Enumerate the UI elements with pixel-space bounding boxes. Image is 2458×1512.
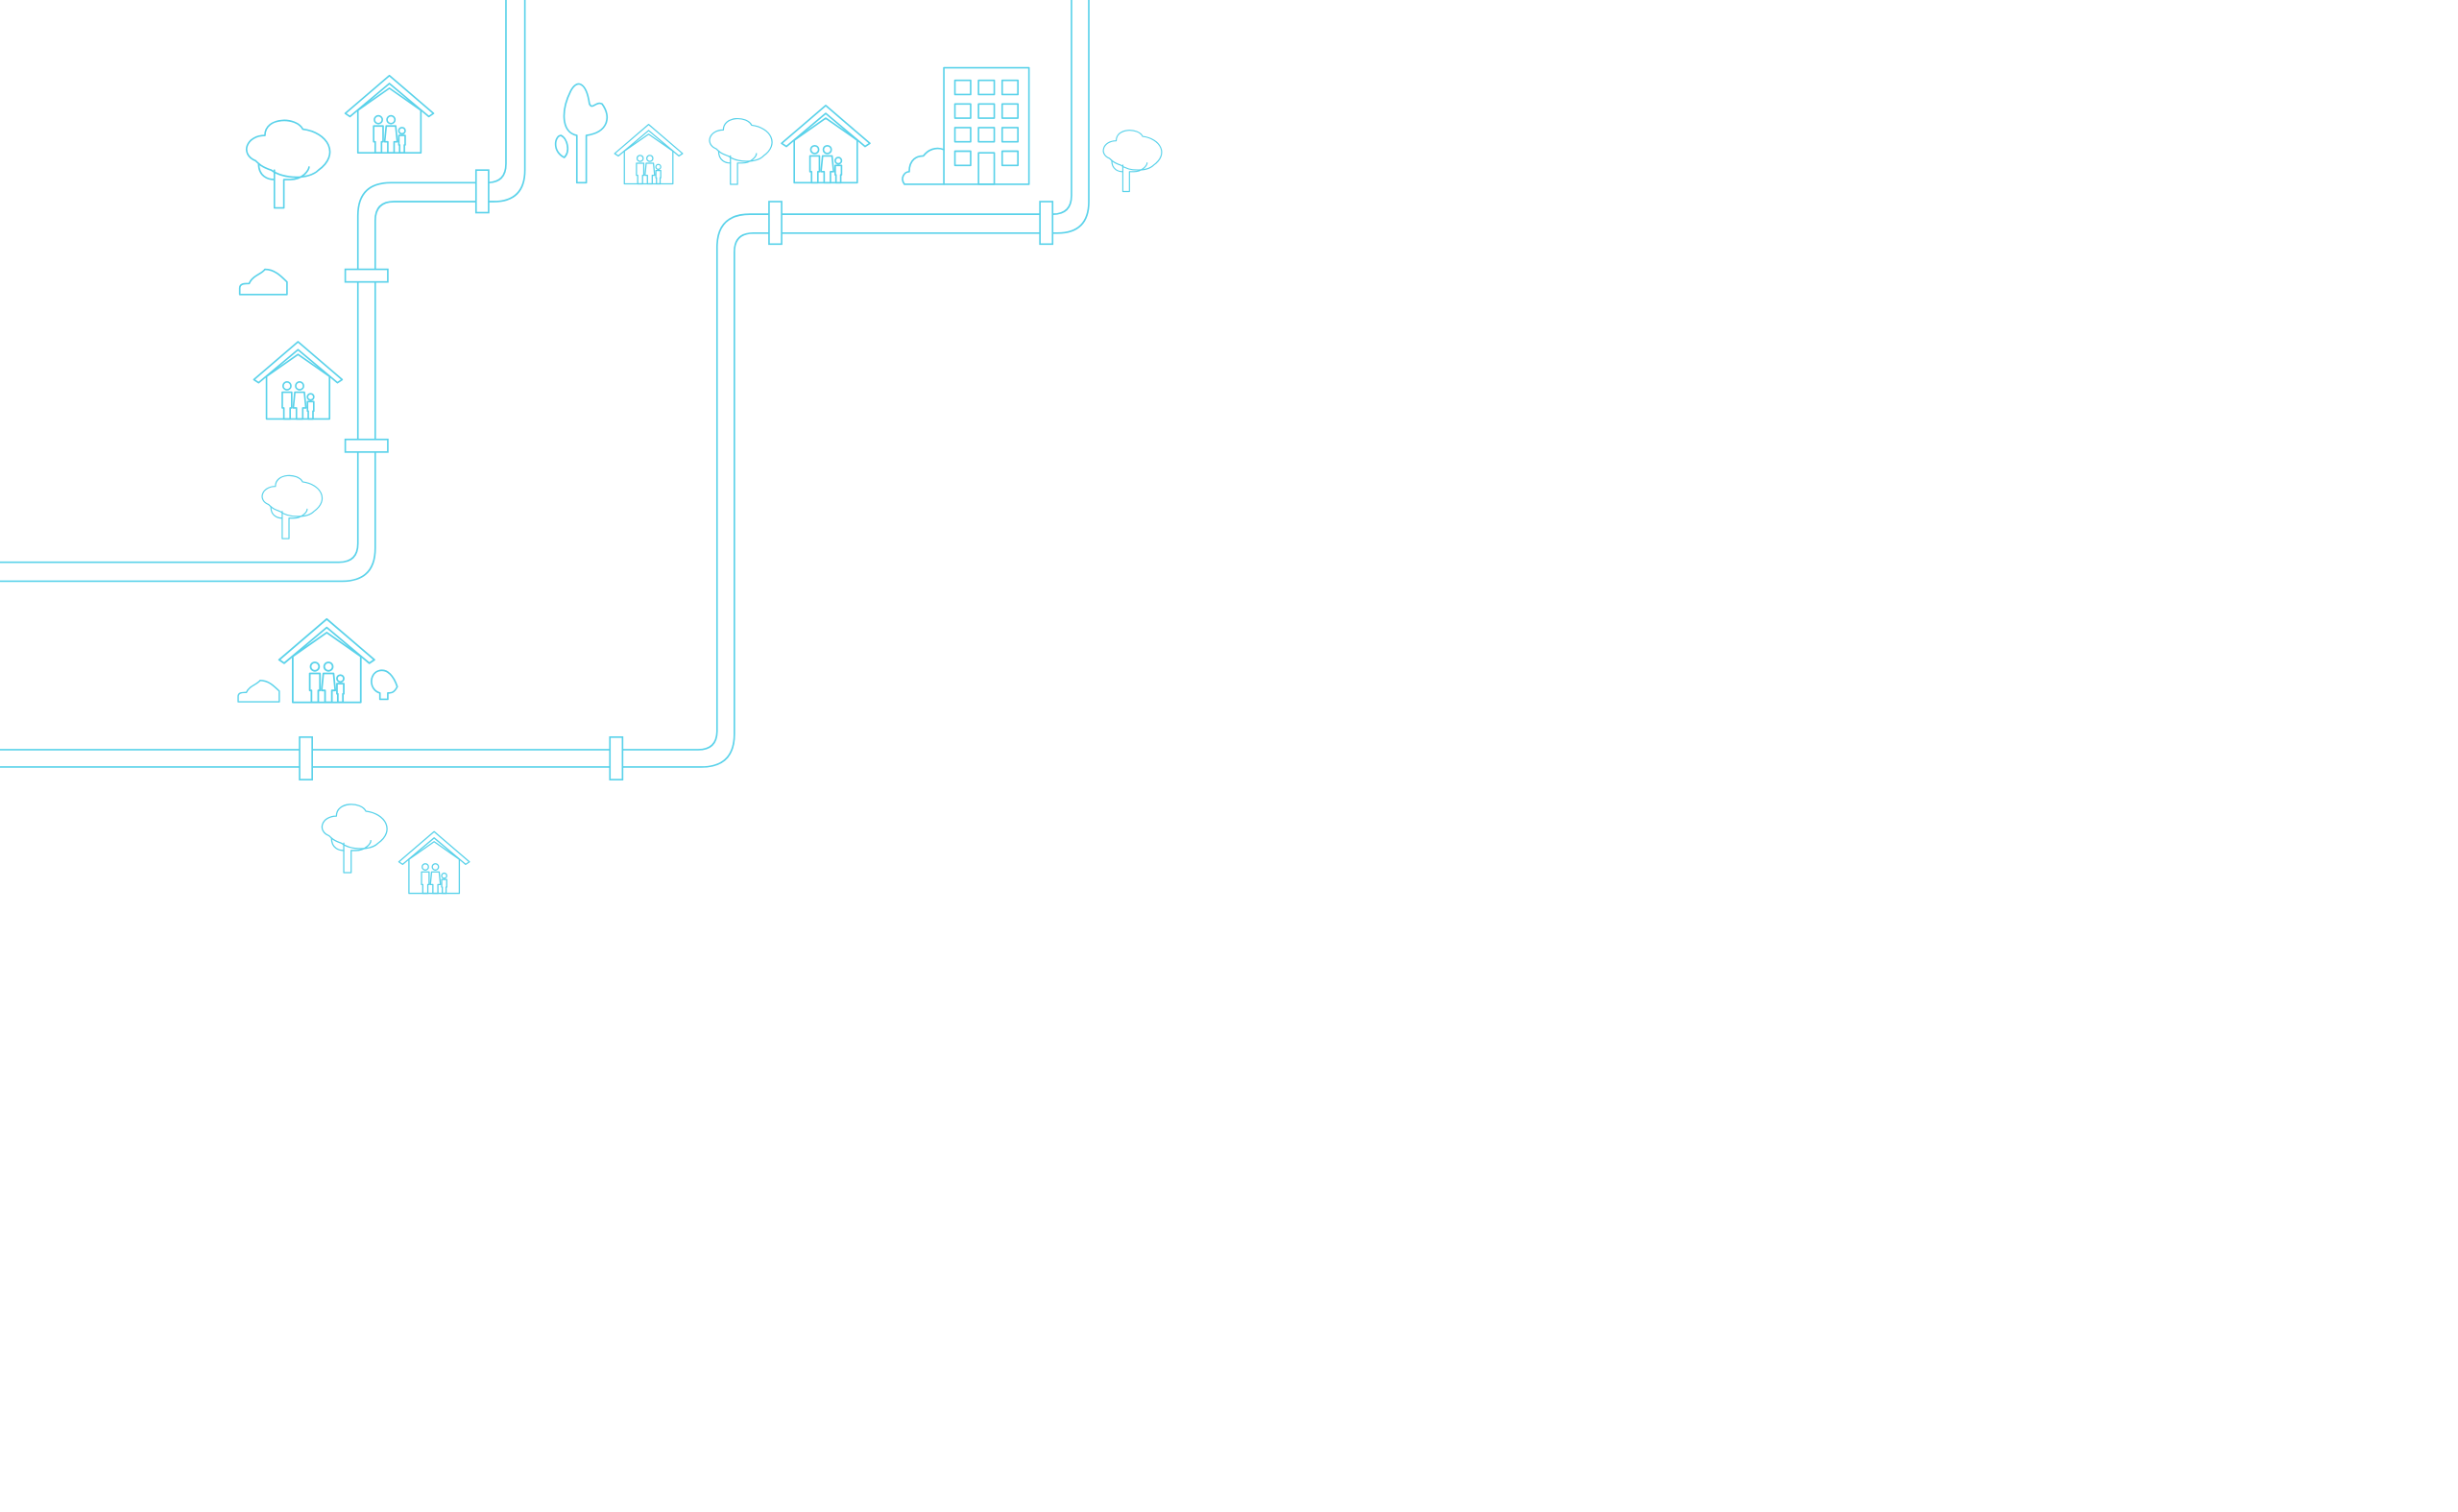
pipe-flange xyxy=(344,438,389,453)
tree-icon xyxy=(245,119,331,209)
house-family-icon xyxy=(781,105,871,184)
pipe-flange xyxy=(1039,201,1054,246)
tree-icon xyxy=(321,804,388,874)
pipe-flange xyxy=(768,201,783,246)
tree-icon xyxy=(1102,130,1163,193)
pipe-flange xyxy=(299,735,313,780)
pipe-flange xyxy=(474,169,490,214)
cloud-icon xyxy=(238,268,288,296)
cloud-icon xyxy=(237,680,280,703)
small-tree-icon xyxy=(371,669,398,701)
tall-tree-icon xyxy=(554,83,609,184)
house-family-icon xyxy=(253,341,344,420)
tree-icon xyxy=(709,117,773,185)
pipe-flange xyxy=(609,735,624,780)
pipe-upper-left xyxy=(0,0,526,583)
pipe-main xyxy=(0,0,1090,780)
house-family-icon xyxy=(344,74,435,154)
house-family-icon xyxy=(398,830,470,895)
tree-icon xyxy=(261,474,324,540)
house-family-icon xyxy=(277,617,375,704)
house-family-icon xyxy=(614,123,684,185)
apartment-building-icon xyxy=(902,66,1030,185)
pipe-flange xyxy=(344,268,389,283)
